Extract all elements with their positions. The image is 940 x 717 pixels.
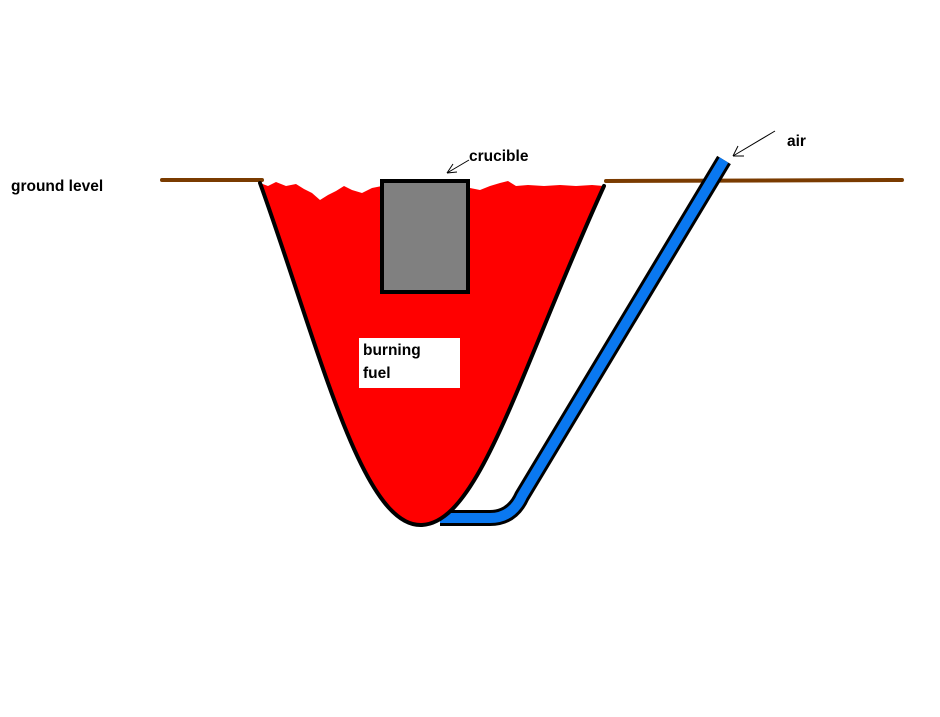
ground-level-label: ground level (11, 178, 103, 195)
air-label: air (787, 133, 806, 150)
fuel-label-box (359, 338, 460, 388)
ground-line-right (604, 178, 904, 183)
air-pipe (440, 157, 729, 523)
pit-wall (258, 181, 606, 528)
crucible (380, 179, 470, 294)
fuel-label-line1: burning (363, 342, 421, 359)
air-pointer-arrow (732, 130, 776, 157)
crucible-pointer-arrow (446, 159, 470, 174)
fuel-label-line2: fuel (363, 365, 391, 382)
crucible-label: crucible (469, 148, 529, 165)
